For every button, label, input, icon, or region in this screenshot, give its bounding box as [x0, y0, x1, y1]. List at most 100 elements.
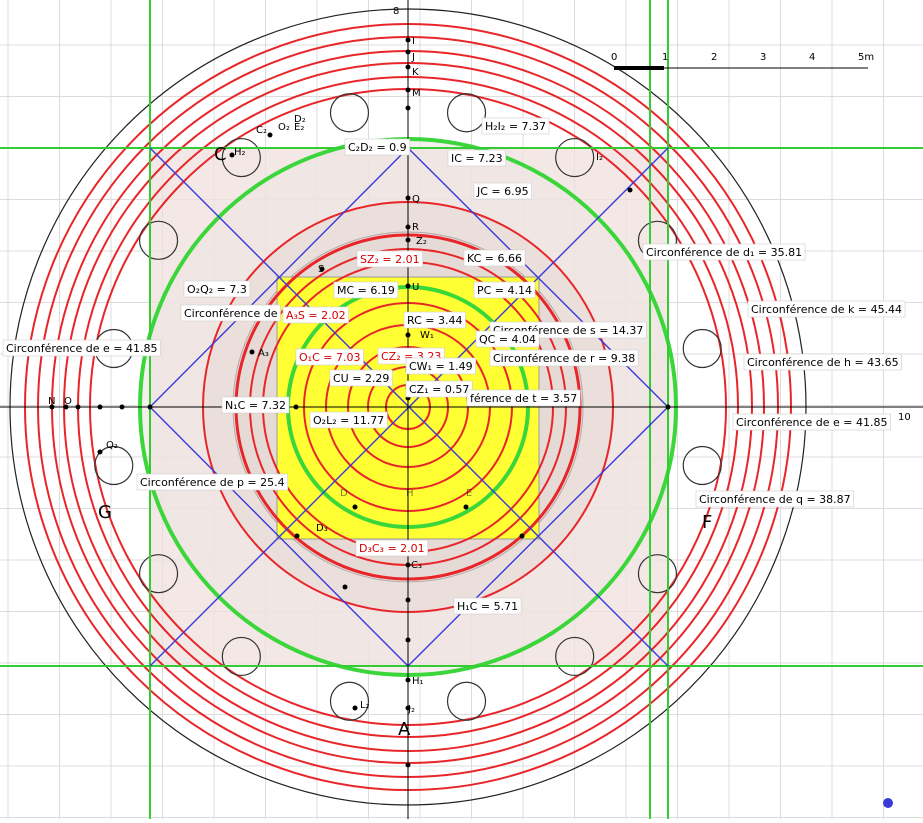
- pillar-circle: [555, 636, 595, 677]
- pillar-circle: [221, 137, 261, 178]
- svg-text:IC = 7.23: IC = 7.23: [451, 152, 503, 165]
- pillar-circle: [221, 636, 261, 677]
- svg-text:RC = 3.44: RC = 3.44: [407, 314, 462, 327]
- point-label-Q2: Q₂: [106, 440, 118, 451]
- svg-text:PC = 4.14: PC = 4.14: [477, 284, 532, 297]
- svg-text:CU = 2.29: CU = 2.29: [333, 372, 389, 385]
- measure-label-W1b: CW₁ = 1.49: [405, 357, 476, 375]
- measure-label-eR: Circonférence de e = 41.85: [732, 413, 891, 431]
- construction-point: [75, 404, 81, 410]
- point-label-U: U: [412, 282, 419, 293]
- construction-point: [405, 64, 411, 70]
- svg-text:MC = 6.19: MC = 6.19: [337, 284, 395, 297]
- construction-point: [294, 533, 300, 539]
- construction-point: [97, 449, 103, 455]
- construction-point: [405, 283, 411, 289]
- construction-point: [463, 504, 469, 510]
- construction-point: [49, 404, 55, 410]
- pillar-circle: [329, 681, 370, 721]
- measure-label-IC: IC = 7.23: [447, 149, 506, 167]
- measure-label-cde: Circonférence de: [180, 304, 281, 322]
- measure-label-QC: QC = 4.04: [475, 330, 540, 348]
- svg-text:D₃C₃ = 2.01: D₃C₃ = 2.01: [359, 542, 425, 555]
- svg-text:Circonférence de e = 41.85: Circonférence de e = 41.85: [736, 416, 887, 429]
- point-label-R: R: [412, 222, 419, 233]
- svg-text:C₂D₂ = 0.9: C₂D₂ = 0.9: [348, 141, 407, 154]
- svg-text:O₁C = 7.03: O₁C = 7.03: [299, 351, 360, 364]
- construction-point: [352, 705, 358, 711]
- construction-point: [352, 504, 358, 510]
- measure-label-H1C: H₁C = 5.71: [453, 597, 522, 615]
- point-label-J: J: [411, 52, 415, 63]
- scale-tick-5m: 5m: [858, 52, 874, 63]
- view-point-handle[interactable]: [883, 798, 893, 808]
- point-label-O2: O₂: [278, 122, 290, 133]
- measure-label-h: Circonférence de h = 43.65: [743, 353, 902, 371]
- pillar-circle: [682, 445, 722, 486]
- point-label-H: H: [406, 488, 414, 499]
- measure-label-MC: MC = 6.19: [333, 281, 399, 299]
- construction-point: [97, 404, 103, 410]
- measure-label-eL: Circonférence de e = 41.85: [2, 339, 161, 357]
- point-label-I: I: [412, 36, 415, 47]
- big-label-A: A: [398, 719, 411, 740]
- svg-text:H₂I₂ = 7.37: H₂I₂ = 7.37: [485, 120, 546, 133]
- pillar-circle: [446, 681, 487, 721]
- construction-point: [405, 705, 411, 711]
- measure-label-O2Q2: O₂Q₂ = 7.3: [183, 280, 251, 298]
- point-label-E: E: [466, 488, 472, 499]
- pillar-circle: [138, 220, 179, 260]
- construction-point: [405, 37, 411, 43]
- point-label-S: S: [318, 264, 324, 275]
- scale-tick-3: 3: [760, 52, 766, 63]
- point-label-Z2: Z₂: [416, 236, 427, 247]
- scale-tick-2: 2: [711, 52, 717, 63]
- point-label-E2: E₂: [294, 122, 304, 133]
- measure-label-D3C3: D₃C₃ = 2.01: [355, 539, 428, 557]
- measure-label-SZ2: SZ₂ = 2.01: [356, 250, 423, 268]
- point-label-J2: J₂: [407, 704, 415, 715]
- point-label-D2: D₂: [294, 114, 306, 125]
- pillar-circle: [555, 137, 595, 178]
- point-label-H1: H₁: [412, 676, 424, 687]
- big-label-G: G: [98, 502, 112, 523]
- measure-label-t: férence de t = 3.57: [466, 389, 581, 407]
- svg-text:CW₁ = 1.49: CW₁ = 1.49: [409, 360, 473, 373]
- pillar-circle: [94, 445, 134, 486]
- point-label-Q: Q: [412, 194, 420, 205]
- scale-tick-1: 1: [662, 52, 668, 63]
- svg-text:Circonférence de d₁ = 35.81: Circonférence de d₁ = 35.81: [646, 246, 802, 259]
- svg-text:N₁C = 7.32: N₁C = 7.32: [225, 399, 286, 412]
- svg-text:Circonférence de r = 9.38: Circonférence de r = 9.38: [493, 352, 635, 365]
- svg-text:férence de t = 3.57: férence de t = 3.57: [470, 392, 577, 405]
- construction-point: [405, 762, 411, 768]
- measure-label-r: Circonférence de r = 9.38: [489, 349, 639, 367]
- construction-point: [63, 404, 69, 410]
- big-label-F: F: [702, 512, 712, 533]
- measure-label-N1C: N₁C = 7.32: [221, 396, 290, 414]
- construction-point: [519, 533, 525, 539]
- point-label-M: M: [412, 88, 421, 99]
- point-label-N: N: [48, 396, 55, 407]
- svg-text:Circonférence de p = 25.4: Circonférence de p = 25.4: [140, 476, 285, 489]
- point-label-A3: A₃: [258, 348, 269, 359]
- construction-point: [405, 332, 411, 338]
- svg-text:JC = 6.95: JC = 6.95: [476, 185, 529, 198]
- pillar-circle: [138, 554, 179, 594]
- measure-label-d1: Circonférence de d₁ = 35.81: [642, 243, 806, 261]
- measure-label-k: Circonférence de k = 45.44: [747, 300, 906, 318]
- svg-text:SZ₂ = 2.01: SZ₂ = 2.01: [360, 253, 420, 266]
- pillar-circle: [329, 93, 370, 133]
- pillar-circle: [682, 328, 722, 369]
- construction-point: [405, 49, 411, 55]
- svg-text:Circonférence de q = 38.87: Circonférence de q = 38.87: [699, 493, 851, 506]
- pillar-circle: [637, 554, 678, 594]
- svg-text:O₂L₂ = 11.77: O₂L₂ = 11.77: [313, 414, 384, 427]
- svg-text:H₁C = 5.71: H₁C = 5.71: [457, 600, 518, 613]
- point-label-H2: H₂: [234, 147, 246, 158]
- svg-text:O₂Q₂ = 7.3: O₂Q₂ = 7.3: [187, 283, 247, 296]
- point-label-I2: I₂: [596, 152, 603, 163]
- measure-label-CZ1: CZ₁ = 0.57: [405, 380, 473, 398]
- construction-point: [119, 404, 125, 410]
